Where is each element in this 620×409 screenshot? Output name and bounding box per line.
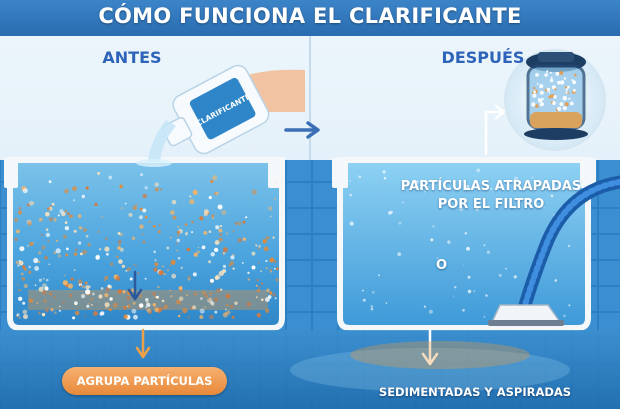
before-heading: ANTES (102, 48, 162, 67)
after-heading: DESPUÉS (441, 48, 525, 67)
badge-label: AGRUPA PARTÍCULAS (76, 374, 213, 388)
to-filter-arrow (484, 104, 506, 156)
filter-caption: PARTÍCULAS ATRAPADAS POR EL FILTRO (400, 179, 582, 212)
to-badge-arrow (135, 328, 151, 359)
diagram-title: CÓMO FUNCIONA EL CLARIFICANTE (98, 4, 522, 28)
clarifier-bottle (136, 64, 305, 167)
bottom-caption: SEDIMENTADAS Y ASPIRADAS (378, 385, 572, 399)
marker-o: O (436, 258, 448, 273)
filter-icon (504, 49, 606, 151)
sediment-cloud (350, 341, 530, 369)
sediment-down-arrow (421, 328, 439, 366)
groups-particles-badge: AGRUPA PARTÍCULAS (62, 367, 227, 395)
pool-vacuum (488, 175, 620, 326)
settle-down-arrow (127, 270, 143, 301)
before-to-after-arrow (284, 121, 320, 139)
